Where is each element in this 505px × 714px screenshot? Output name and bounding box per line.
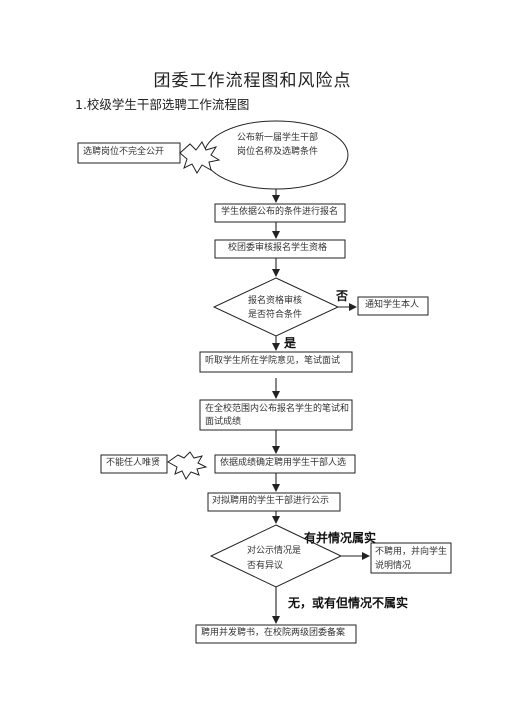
objection-text-1: 对公示情况是 bbox=[247, 546, 302, 556]
final-box bbox=[195, 624, 357, 644]
risk-text-1: 选聘岗位不完全公开 bbox=[83, 147, 165, 157]
notify-text: 通知学生本人 bbox=[365, 300, 420, 310]
page-title: 团委工作流程图和风险点 bbox=[153, 71, 352, 91]
interview-text: 听取学生所在学院意见，笔试面试 bbox=[205, 356, 341, 366]
check-text-2: 是否符合条件 bbox=[248, 310, 303, 320]
reject-text-2: 说明情况 bbox=[375, 561, 412, 571]
final-text: 聘用并发聘书，在校院两级团委备案 bbox=[201, 628, 346, 638]
reject-text-1: 不聘用，并向学生 bbox=[375, 547, 448, 557]
apply-box bbox=[214, 203, 346, 223]
risk-burst-1 bbox=[179, 141, 221, 174]
reject-box bbox=[370, 542, 452, 574]
public-notice-box bbox=[207, 492, 341, 512]
select-box bbox=[214, 454, 356, 474]
risk-burst-2 bbox=[167, 451, 208, 480]
publish-text-2: 面试成绩 bbox=[205, 417, 242, 427]
announce-text-2: 岗位名称及选聘条件 bbox=[237, 147, 319, 157]
review-text: 校团委审核报名学生资格 bbox=[228, 243, 328, 253]
section-heading: 1.校级学生干部选聘工作流程图 bbox=[75, 97, 250, 112]
objection-text-2: 否有异议 bbox=[247, 561, 284, 571]
branch-yes-label: 是 bbox=[284, 336, 297, 350]
branch-no-issue-label: 无，或有但情况不属实 bbox=[288, 596, 409, 610]
branch-no-label: 否 bbox=[336, 289, 349, 303]
public-notice-text: 对拟聘用的学生干部进行公示 bbox=[212, 496, 330, 506]
risk-box-2 bbox=[100, 454, 168, 474]
check-text-1: 报名资格审核 bbox=[248, 296, 303, 306]
announce-text-1: 公布新一届学生干部 bbox=[237, 133, 319, 143]
select-text: 依据成绩确定聘用学生干部人选 bbox=[220, 458, 347, 468]
notify-box bbox=[357, 296, 429, 316]
publish-text-1: 在全校范围内公布报名学生的笔试和 bbox=[205, 404, 350, 414]
review-box bbox=[214, 239, 346, 259]
branch-has-issue-label: 有并情况属实 bbox=[304, 531, 377, 545]
apply-text: 学生依据公布的条件进行报名 bbox=[221, 207, 339, 217]
risk-text-2: 不能任人唯贤 bbox=[106, 458, 161, 468]
interview-box bbox=[199, 351, 353, 373]
